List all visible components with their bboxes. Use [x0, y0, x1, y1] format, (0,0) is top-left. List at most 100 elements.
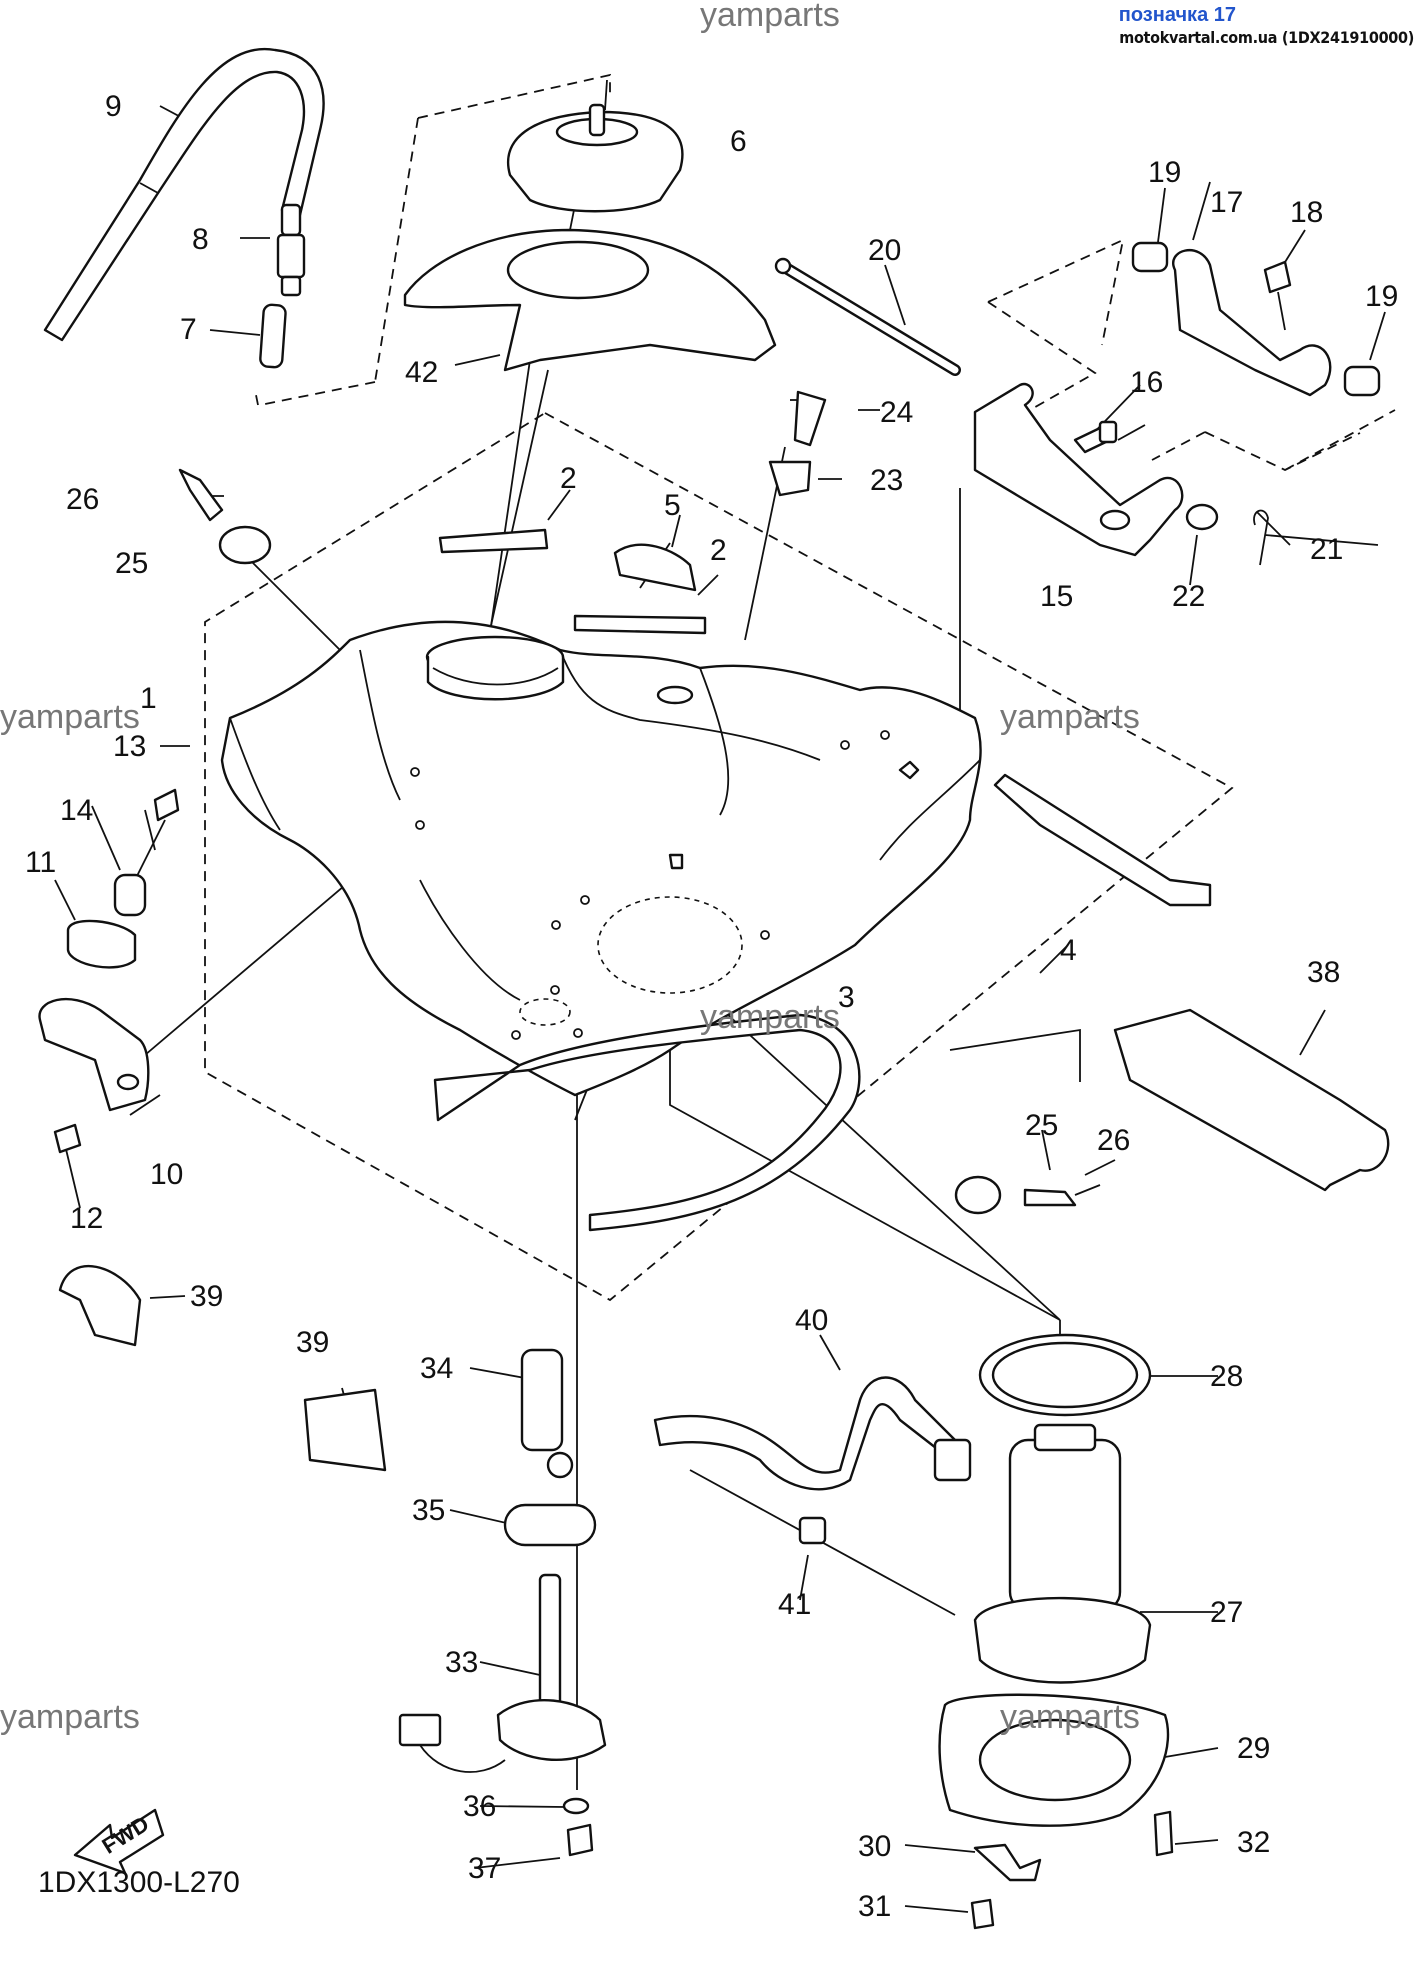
callout-9: 9 [105, 90, 122, 123]
tank-cover [403, 228, 777, 372]
callout-37: 37 [468, 1852, 501, 1885]
callout-39: 39 [190, 1280, 223, 1313]
hose-joint [280, 203, 302, 237]
callout-34: 34 [420, 1352, 453, 1385]
callout-25: 25 [1025, 1109, 1058, 1142]
watermark: yamparts [1000, 1698, 1140, 1736]
fuel-filter [520, 1348, 564, 1452]
callout-15: 15 [1040, 580, 1073, 613]
breather-hose [43, 47, 325, 342]
washer [1185, 503, 1219, 531]
bracket-10 [38, 997, 150, 1112]
callout-29: 29 [1237, 1732, 1270, 1765]
watermark: yamparts [700, 0, 840, 34]
callout-14: 14 [60, 794, 93, 827]
callout-38: 38 [1307, 956, 1340, 989]
callout-39: 39 [296, 1326, 329, 1359]
leader-lines [54, 79, 1386, 1913]
wire-harness [653, 1376, 957, 1491]
bolt-13 [153, 788, 180, 822]
callout-22: 22 [1172, 580, 1205, 613]
hose-clamp-1 [58, 1264, 142, 1347]
short-hose [259, 303, 287, 369]
callout-40: 40 [795, 1304, 828, 1337]
pad-2a [438, 528, 549, 554]
callout-30: 30 [858, 1830, 891, 1863]
callout-21: 21 [1310, 533, 1343, 566]
fuel-cap [507, 103, 684, 213]
washer-36 [562, 1797, 590, 1815]
bolt-12 [53, 1123, 82, 1154]
screw-31 [970, 1898, 995, 1930]
pad-2b [573, 614, 707, 635]
fwd-arrow: FWD [73, 1808, 165, 1875]
callout-32: 32 [1237, 1826, 1270, 1859]
screw-26-top [178, 468, 224, 522]
callout-23: 23 [870, 464, 903, 497]
rear-bracket [1172, 249, 1332, 397]
diagram-code: 1DX1300-L270 [38, 1866, 240, 1899]
damper-11 [66, 919, 137, 969]
bracket-screw [1263, 260, 1292, 294]
screw-26-lower [1023, 1188, 1077, 1207]
callout-19: 19 [1148, 156, 1181, 189]
callout-24: 24 [880, 396, 913, 429]
callout-4: 4 [1060, 934, 1077, 967]
callout-26: 26 [66, 483, 99, 516]
callout-36: 36 [463, 1790, 496, 1823]
callout-7: 7 [180, 313, 197, 346]
grommet-1 [1131, 241, 1169, 273]
side-pad [1113, 1008, 1390, 1192]
watermark: yamparts [0, 1698, 140, 1736]
callout-19: 19 [1365, 280, 1398, 313]
header-title: позначка 17 [1118, 4, 1236, 26]
callout-25: 25 [115, 547, 148, 580]
damper-25-lower [954, 1175, 1002, 1215]
fuel-pump [973, 1423, 1152, 1684]
collar-14 [113, 873, 147, 917]
watermark: yamparts [0, 698, 140, 736]
callout-10: 10 [150, 1158, 183, 1191]
callout-27: 27 [1210, 1596, 1243, 1629]
callout-16: 16 [1130, 366, 1163, 399]
pad-5 [613, 543, 697, 592]
tank-band [433, 1013, 861, 1232]
clip-30 [973, 1843, 1042, 1882]
oring-35 [503, 1503, 597, 1547]
cotter-pin [1253, 509, 1269, 566]
callout-42: 42 [405, 356, 438, 389]
callout-28: 28 [1210, 1360, 1243, 1393]
cap-group-outline [417, 73, 611, 119]
callout-6: 6 [730, 125, 747, 158]
callout-33: 33 [445, 1646, 478, 1679]
damper-25-top [218, 525, 272, 565]
callout-labels: 1 2 2 3 4 5 6 7 8 9 10 11 12 13 14 15 16… [25, 90, 1398, 1923]
callout-35: 35 [412, 1494, 445, 1527]
fuel-sender [398, 1573, 607, 1773]
callout-1: 1 [140, 682, 157, 715]
callout-8: 8 [192, 223, 209, 256]
grommet-2 [1343, 365, 1381, 397]
callout-20: 20 [868, 234, 901, 267]
callout-17: 17 [1210, 186, 1243, 219]
tank-assembly-outline [204, 411, 1234, 1302]
callout-11: 11 [25, 846, 56, 879]
bracket-group-outline-top [987, 238, 1125, 346]
callout-2: 2 [560, 462, 577, 495]
callout-41: 41 [778, 1588, 811, 1621]
hose-clamp-2 [303, 1388, 387, 1472]
header-subtitle: motokvartal.com.ua (1DX241910000) [1119, 28, 1414, 47]
bolt-32 [1153, 1810, 1174, 1857]
screw [793, 390, 827, 447]
callout-26: 26 [1097, 1124, 1130, 1157]
watermark: yamparts [1000, 698, 1140, 736]
bolt-37 [566, 1823, 594, 1857]
callout-3: 3 [838, 981, 855, 1014]
stay-4 [993, 773, 1212, 907]
callout-13: 13 [113, 730, 146, 763]
cap-drop-line [489, 359, 531, 634]
callout-5: 5 [664, 489, 681, 522]
callout-12: 12 [70, 1202, 103, 1235]
connector-41 [798, 1516, 827, 1545]
